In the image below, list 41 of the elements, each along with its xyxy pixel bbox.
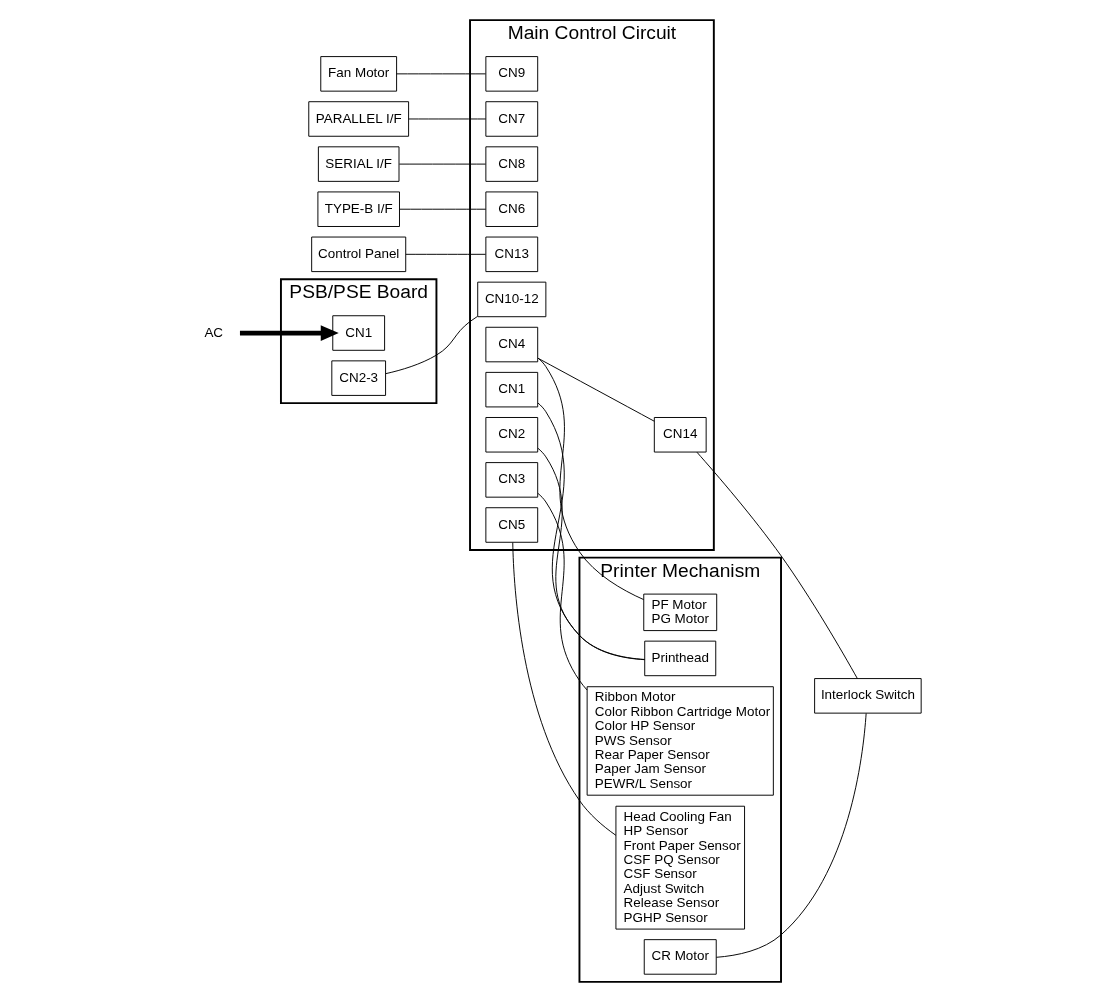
node-box: CN6 [485,191,539,227]
arrow [239,325,339,341]
node-box: Control Panel [311,236,407,273]
node-box: CN1 [332,315,386,351]
node-box: CN8 [485,146,539,182]
connector [399,208,487,210]
connector [512,542,617,836]
connector [537,492,588,691]
node-box: CN2 [485,417,539,453]
node-box: PF Motor PG Motor [643,593,718,632]
node-box: CN7 [485,101,539,137]
node-box: TYPE-B I/F [317,191,400,227]
node-box: Fan Motor [320,56,398,92]
connector [398,163,487,165]
node-box: CN9 [485,56,539,92]
connector [537,357,645,601]
node-box: CN13 [485,236,539,273]
node-box: SERIAL I/F [317,146,400,182]
node-box: CN14 [653,417,707,453]
connector [696,451,858,679]
connector [396,73,487,75]
node-box: CN3 [485,462,539,498]
connector [715,712,867,958]
connector [408,118,487,120]
node-box: CN2-3 [331,360,387,396]
connector [537,447,646,660]
node-box: CN4 [485,326,539,363]
connector [385,316,478,375]
node-box: Interlock Switch [814,678,922,714]
node-box: CR Motor [643,939,717,975]
connector [405,253,487,255]
node-box: Head Cooling Fan HP Sensor Front Paper Sensor CSF PQ Sensor CSF Sensor Adjust Switch Release Sensor PGHP Sensor [615,805,746,930]
connector [537,357,655,422]
node-box: Printhead [644,640,717,677]
connector [537,402,646,661]
node-box: Ribbon Motor Color Ribbon Cartridge Motor Color HP Sensor PWS Sensor Rear Paper Sensor Paper Jam Sensor PEWR/L Sensor [586,686,774,796]
node-box: CN10-12 [477,281,547,318]
node-text: AC [204,324,224,340]
node-box: CN1 [485,371,539,408]
node-box: CN5 [485,507,539,543]
node-box: PARALLEL I/F [308,101,410,137]
